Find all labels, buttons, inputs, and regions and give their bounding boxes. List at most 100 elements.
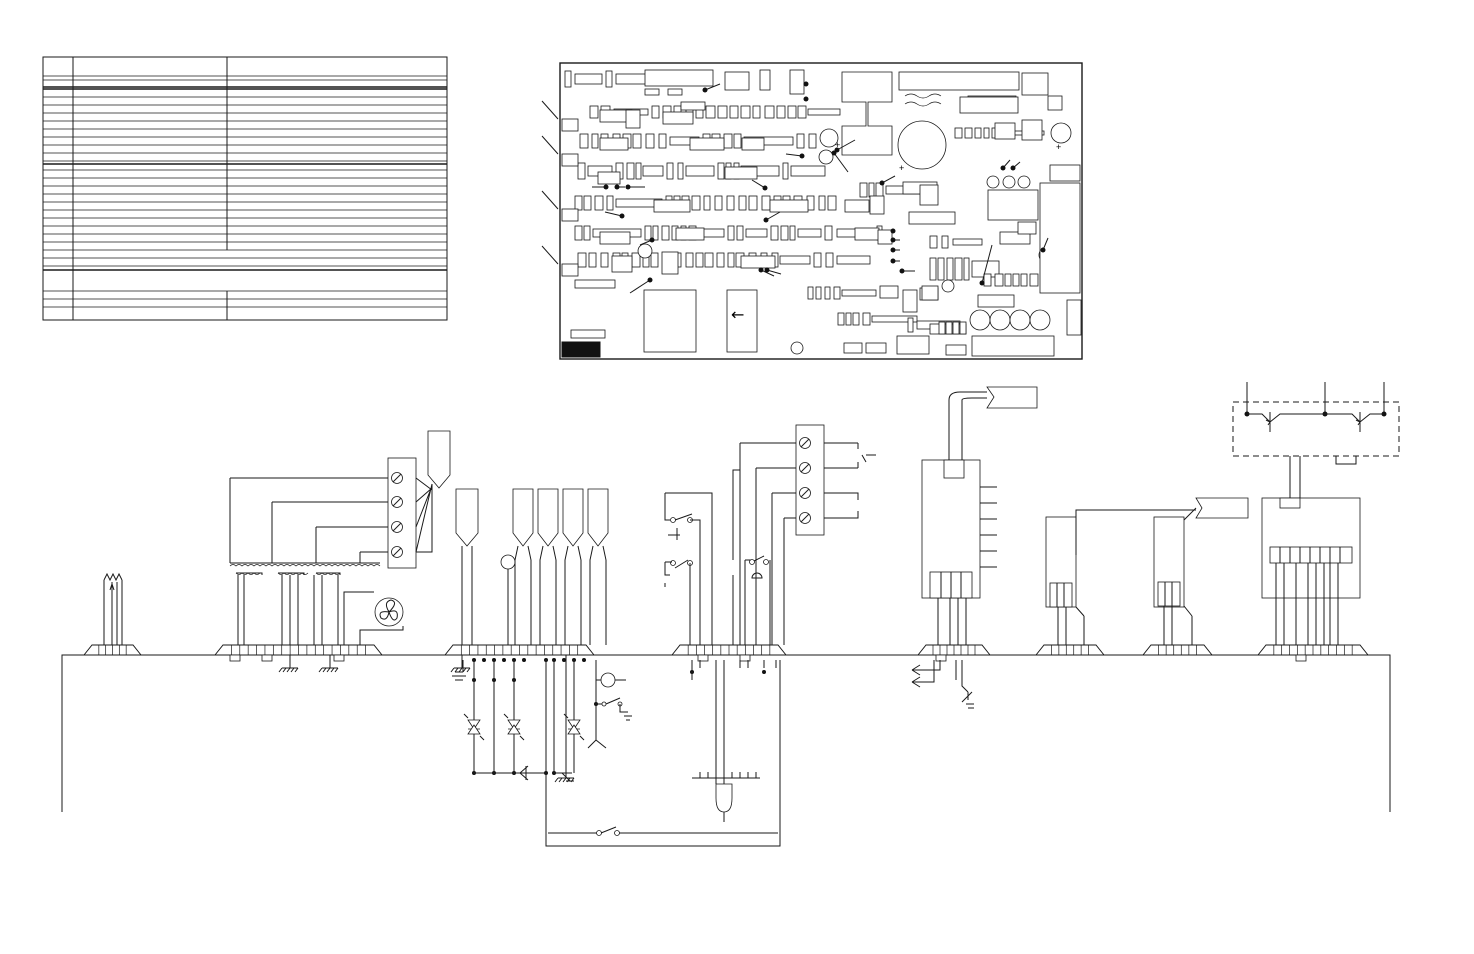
- diode-lead: [503, 713, 525, 741]
- board-chip: [937, 257, 945, 281]
- board-chip: [963, 257, 970, 281]
- board-test-point: [799, 153, 805, 159]
- main-capacitor: [897, 120, 947, 170]
- board-test-point: [647, 277, 653, 283]
- board-pointer-leader: [751, 179, 766, 189]
- board-pointer-leader: [604, 211, 623, 217]
- ground-icon: [554, 655, 575, 783]
- board-led: [561, 208, 579, 222]
- junction-dot: [482, 658, 486, 662]
- board-chip: [837, 312, 845, 326]
- board-coil: [904, 93, 942, 107]
- lamp-icon: [500, 554, 516, 570]
- board-ic: [599, 231, 631, 245]
- board-test-point: [649, 237, 655, 243]
- connector-transistor-array: [1232, 382, 1400, 645]
- board-pointer-leader: [833, 152, 849, 173]
- board-chip: [787, 105, 797, 119]
- board-block: [759, 69, 771, 91]
- board-chip: [605, 70, 613, 88]
- board-chip: [583, 195, 592, 211]
- board-chip: [632, 133, 642, 149]
- connector-tab: [229, 654, 241, 662]
- transistor-array-box: [1232, 401, 1400, 457]
- screw-slot: [392, 473, 402, 483]
- connector-transformer: [229, 430, 451, 645]
- board-ic: [844, 199, 870, 213]
- board-chip: [983, 127, 990, 139]
- board-block: [994, 122, 1016, 140]
- board-chip: [705, 105, 716, 119]
- board-chip: [651, 105, 660, 119]
- board-test-point: [890, 228, 896, 234]
- board-block: [661, 251, 679, 275]
- board-pointer-leader: [785, 153, 803, 157]
- board-chip: [577, 252, 587, 268]
- board-chip: [780, 225, 789, 241]
- board-led: [561, 118, 579, 132]
- board-chip: [717, 162, 725, 180]
- board-resistor: [790, 165, 826, 177]
- board-chip: [733, 133, 742, 149]
- board-test-point: [619, 213, 625, 219]
- lower-circuit-wiring: [452, 660, 781, 847]
- screw-slot: [800, 488, 810, 498]
- board-chip: [807, 286, 814, 300]
- board-chip: [729, 105, 739, 119]
- board-test-point: [899, 268, 905, 274]
- board-block: [938, 321, 946, 335]
- ground-icon: [318, 655, 339, 673]
- board-test-point: [879, 180, 885, 186]
- board-chip: [579, 133, 589, 149]
- board-test-point: [764, 267, 770, 273]
- board-chip: [723, 133, 733, 149]
- board-chip: [658, 133, 667, 149]
- board-test-point: [890, 237, 896, 243]
- board-chip: [796, 133, 805, 149]
- board-test-point: [763, 217, 769, 223]
- board-chip: [776, 105, 786, 119]
- board-chip: [574, 225, 583, 241]
- board-chip: [738, 195, 747, 211]
- board-chip: [852, 312, 860, 326]
- screw-slot: [392, 497, 402, 507]
- board-chip: [606, 195, 614, 211]
- board-block: [574, 279, 616, 289]
- thermistor-plug: [562, 488, 584, 547]
- board-label-block: [561, 341, 601, 358]
- board-led: [561, 263, 579, 277]
- screw-slot: [392, 547, 402, 557]
- board-ic: [653, 199, 691, 213]
- board-chip: [1004, 273, 1012, 287]
- board-test-point: [803, 96, 809, 102]
- board-chip: [703, 195, 711, 211]
- board-led: [561, 153, 579, 167]
- board-test-point: [702, 87, 708, 93]
- board-chip: [824, 225, 833, 241]
- board-test-point: [1010, 165, 1016, 171]
- board-led-leader: [541, 100, 559, 120]
- board-ic: [879, 285, 899, 299]
- connector-tab: [333, 654, 345, 662]
- board-chip: [591, 133, 599, 149]
- board-block: [625, 109, 641, 129]
- board-pointer-leader: [629, 279, 651, 294]
- junction-dot: [582, 658, 586, 662]
- board-test-point: [625, 184, 631, 190]
- board-ic: [724, 166, 758, 180]
- plus-mark: +: [899, 163, 904, 173]
- board-block: [789, 69, 805, 95]
- board-chip: [661, 225, 670, 241]
- connector-thermistors: [455, 488, 766, 775]
- board-test-point: [831, 150, 837, 156]
- screw-slot: [800, 438, 810, 448]
- thermistor-plug: [537, 488, 559, 547]
- thermistor-lead: [539, 545, 557, 645]
- board-chip: [797, 105, 807, 119]
- board-ic: [854, 227, 880, 241]
- board-chip: [824, 286, 831, 300]
- board-chip: [770, 225, 779, 241]
- board-chip: [845, 312, 852, 326]
- board-test-point: [758, 267, 764, 273]
